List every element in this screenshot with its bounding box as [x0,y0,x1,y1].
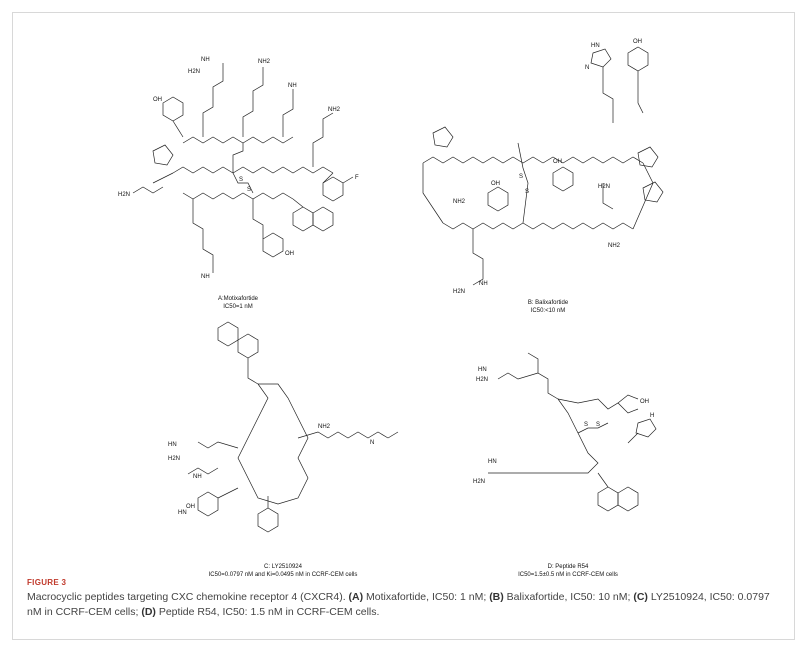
atom-label: OH [285,251,294,257]
atom-label: HN [591,43,600,49]
panel-a-caption: A:Motixafortide IC50=1 nM [188,295,288,311]
atom-label: S [596,422,600,428]
structure-drawing-d: H2N HN HN H2N OH H S S [473,352,657,512]
atom-label: NH [193,474,202,480]
atom-label: S [584,422,588,428]
atom-label: NH [201,274,210,280]
atom-label: NH [201,57,210,63]
atom-label: H2N [453,289,465,295]
structure-drawing-c: HN H2N NH HN OH NH2 N [168,321,399,533]
atom-label: F [355,175,359,181]
panel-c-caption: C: LY2510924 IC50=0.0797 nM and Ki=0.049… [153,563,413,579]
atom-label: HN [178,510,187,516]
panel-d-ic50: IC50=1.5±0.5 nM in CCRF-CEM cells [518,572,618,578]
atom-label: N [585,65,589,71]
panel-b-caption: B: Balixafortide IC50:<10 nM [498,299,598,315]
atom-label: HN [168,442,177,448]
atom-label: OH [186,504,195,510]
structure-peptide-r54: H2N HN HN H2N OH H S S D: Peptide R54 IC… [468,343,668,578]
atom-label: NH2 [318,424,331,430]
panel-c-title: C: LY2510924 [264,564,302,570]
structure-motixafortide: NH NH2 H2N OH H2N NH OH F S S NH2 NH A:M… [113,33,363,310]
panel-a-title: A:Motixafortide [217,296,259,302]
panel-a-ic50: IC50=1 nM [223,304,253,310]
atom-label: S [239,177,243,183]
atom-label: S [247,187,251,193]
atom-label: S [525,189,529,195]
figure-image: NH NH2 H2N OH H2N NH OH F S S NH2 NH A:M… [13,13,794,578]
atom-label: HN [478,367,487,373]
atom-label: H2N [473,479,485,485]
figure-caption: FIGURE 3 Macrocyclic peptides targeting … [27,578,779,620]
atom-label: OH [491,181,500,187]
atom-label: NH [288,83,297,89]
structure-ly2510924: HN H2N NH HN OH NH2 N C: LY2510924 IC50=… [158,318,408,578]
atom-label: OH [640,399,649,405]
figure-label: FIGURE 3 [27,578,67,587]
atom-label: NH2 [328,107,341,113]
atom-label: H2N [188,69,200,75]
panel-c-ic50: IC50=0.0797 nM and Ki=0.0495 nM in CCRF-… [208,572,358,578]
atom-label: S [519,174,523,180]
atom-label: NH [479,281,488,287]
atom-label: H2N [476,377,488,383]
atom-label: H2N [598,184,610,190]
atom-label: OH [153,97,162,103]
figure-frame: NH NH2 H2N OH H2N NH OH F S S NH2 NH A:M… [12,12,795,640]
panel-b-ic50: IC50:<10 nM [530,308,566,314]
figure-caption-text: Macrocyclic peptides targeting CXC chemo… [27,591,770,618]
atom-label: N [370,440,374,446]
structure-drawing-a: NH NH2 H2N OH H2N NH OH F S S NH2 NH [118,57,359,280]
atom-label: H2N [168,456,180,462]
panel-d-title: D: Peptide R54 [547,564,589,570]
structure-balixafortide: OH HN N S S NH2 NH2 OH OH H2N NH H2N B: … [413,23,683,314]
atom-label: H [650,413,654,419]
atom-label: NH2 [608,243,621,249]
atom-label: OH [553,159,562,165]
panel-b-title: B: Balixafortide [527,300,569,306]
structure-drawing-b: OH HN N S S NH2 NH2 OH OH H2N NH H2N [422,39,664,295]
atom-label: H2N [118,192,130,198]
atom-label: NH2 [258,59,271,65]
atom-label: HN [488,459,497,465]
panel-d-caption: D: Peptide R54 IC50=1.5±0.5 nM in CCRF-C… [448,563,688,579]
atom-label: NH2 [453,199,466,205]
atom-label: OH [633,39,642,45]
